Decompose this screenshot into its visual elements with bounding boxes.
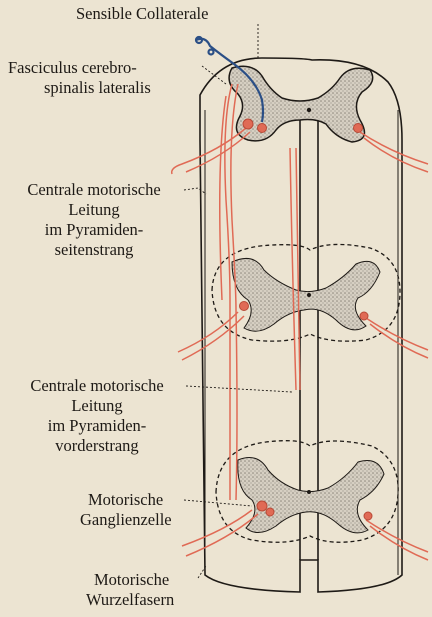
fasciculus-line-2: spinalis lateralis bbox=[8, 78, 151, 98]
label-wurzelfasern: Motorische Wurzelfasern bbox=[86, 570, 174, 610]
label-sensible-collaterale: Sensible Collaterale bbox=[76, 4, 208, 24]
seitenstrang-line-1: Centrale motorische bbox=[4, 180, 184, 200]
seitenstrang-line-2: Leitung bbox=[4, 200, 184, 220]
grey-matter-middle bbox=[212, 244, 400, 341]
label-centrale-vorderstrang: Centrale motorische Leitung im Pyramiden… bbox=[6, 376, 188, 456]
seitenstrang-line-3: im Pyramiden- bbox=[4, 220, 184, 240]
ganglienzelle-line-2: Ganglienzelle bbox=[80, 510, 172, 530]
ganglienzelle-line-1: Motorische bbox=[80, 490, 172, 510]
wurzelfasern-line-2: Wurzelfasern bbox=[86, 590, 174, 610]
sensible-collaterale-text: Sensible Collaterale bbox=[76, 4, 208, 23]
wurzelfasern-line-1: Motorische bbox=[86, 570, 174, 590]
grey-matter-top bbox=[229, 66, 373, 142]
label-fasciculus: Fasciculus cerebro- spinalis lateralis bbox=[8, 58, 151, 98]
vorderstrang-line-1: Centrale motorische bbox=[6, 376, 188, 396]
vorderstrang-line-3: im Pyramiden- bbox=[6, 416, 188, 436]
label-centrale-seitenstrang: Centrale motorische Leitung im Pyramiden… bbox=[4, 180, 184, 260]
fasciculus-line-1: Fasciculus cerebro- bbox=[8, 58, 151, 78]
vorderstrang-line-2: Leitung bbox=[6, 396, 188, 416]
vorderstrang-line-4: vorderstrang bbox=[6, 436, 188, 456]
label-ganglienzelle: Motorische Ganglienzelle bbox=[80, 490, 172, 530]
seitenstrang-line-4: seitenstrang bbox=[4, 240, 184, 260]
